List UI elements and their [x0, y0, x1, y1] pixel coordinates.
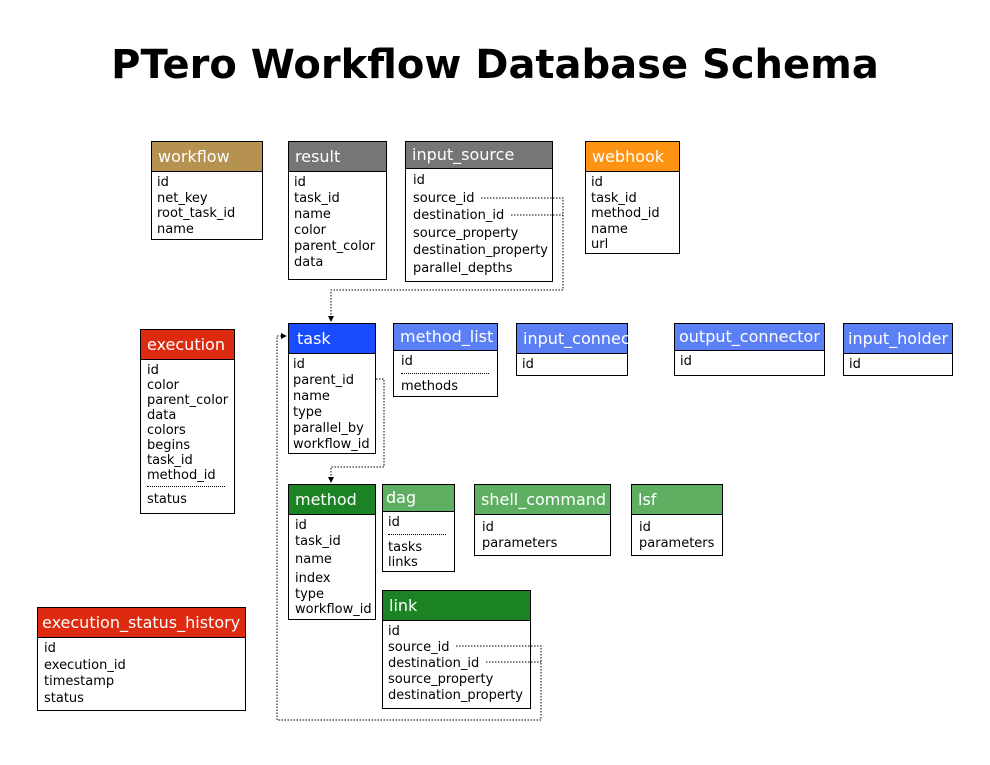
entity-lsf-header: lsf: [632, 485, 722, 515]
field-esh-execution-id: execution_id: [44, 657, 126, 673]
field-execution-method-id: method_id: [147, 468, 216, 483]
entity-link-header: link: [383, 591, 530, 621]
entity-result: result id task_id name color parent_colo…: [288, 141, 387, 280]
entity-webhook-header: webhook: [586, 142, 679, 172]
field-execution-id: id: [147, 363, 159, 378]
field-execution-task-id: task_id: [147, 453, 193, 468]
field-dag-id: id: [388, 515, 400, 530]
field-lsf-id: id: [639, 520, 651, 535]
field-webhook-method-id: method_id: [591, 206, 660, 221]
field-dag-tasks: tasks: [388, 539, 423, 555]
entity-input-source-header: input_source: [406, 142, 552, 169]
entity-shell-command-header: shell_command: [475, 485, 610, 515]
field-input-source-id: id: [413, 173, 425, 188]
field-webhook-id: id: [591, 175, 603, 190]
entity-task: task id parent_id name type parallel_by …: [288, 323, 376, 454]
entity-workflow: workflow id net_key root_task_id name: [151, 141, 263, 240]
entity-result-header: result: [289, 142, 386, 172]
field-link-destination-property: destination_property: [388, 688, 523, 703]
field-workflow-name: name: [157, 221, 194, 237]
entity-dag-header: dag: [383, 485, 454, 512]
entity-input-connector: input_connector id: [516, 323, 652, 376]
field-webhook-task-id: task_id: [591, 190, 637, 206]
field-execution-colors: colors: [147, 423, 186, 438]
field-input-source-source-property: source_property: [413, 225, 519, 241]
field-link-source-property: source_property: [388, 672, 494, 687]
field-webhook-name: name: [591, 221, 628, 237]
field-link-source-id: source_id: [388, 640, 450, 655]
field-method-task-id: task_id: [295, 534, 341, 549]
field-dag-links: links: [388, 555, 418, 570]
field-execution-data: data: [147, 408, 177, 423]
field-method-list-methods: methods: [401, 378, 458, 394]
entity-execution-header: execution: [141, 330, 234, 360]
field-input-source-destination-id: destination_id: [413, 208, 505, 223]
field-input-source-parallel-depths: parallel_depths: [413, 260, 513, 276]
field-execution-parent-color: parent_color: [147, 393, 229, 408]
field-method-name: name: [295, 552, 332, 567]
field-result-name: name: [294, 207, 331, 222]
field-task-name: name: [293, 389, 330, 404]
entity-shell-command: shell_command id parameters: [474, 484, 611, 556]
field-workflow-net-key: net_key: [157, 190, 208, 206]
field-result-color: color: [294, 223, 327, 238]
field-input-connector-id: id: [522, 357, 534, 372]
entity-output-connector-header: output_connector: [675, 324, 824, 351]
field-shell-command-parameters: parameters: [482, 535, 558, 551]
field-workflow-root-task-id: root_task_id: [157, 206, 236, 221]
entity-webhook: webhook id task_id method_id name url: [585, 141, 680, 254]
entity-input-holder: input_holder id: [843, 323, 953, 376]
field-input-holder-id: id: [849, 357, 861, 372]
diagram-title: PTero Workflow Database Schema: [111, 42, 879, 88]
field-esh-status: status: [44, 690, 84, 706]
field-method-list-id: id: [401, 354, 413, 369]
field-execution-begins: begins: [147, 438, 191, 453]
field-link-destination-id: destination_id: [388, 656, 480, 671]
entity-execution-status-history: execution_status_history id execution_id…: [37, 607, 246, 711]
entity-dag: dag id tasks links: [382, 484, 455, 572]
field-esh-id: id: [44, 641, 56, 656]
field-separator: [388, 533, 446, 535]
entity-workflow-header: workflow: [152, 142, 262, 172]
field-task-workflow-id: workflow_id: [293, 437, 370, 452]
entity-output-connector: output_connector id: [674, 323, 825, 376]
entity-method: method id task_id name index type workfl…: [288, 484, 376, 620]
field-result-id: id: [294, 175, 306, 190]
entity-input-holder-header: input_holder: [844, 324, 952, 354]
field-method-type: type: [295, 587, 325, 602]
field-shell-command-id: id: [482, 520, 494, 535]
field-input-source-source-id: source_id: [413, 190, 475, 206]
entity-input-connector-header: input_connector: [517, 324, 652, 354]
entity-link: link id source_id destination_id source_…: [382, 590, 531, 709]
entity-method-list-header: method_list: [394, 324, 497, 351]
field-task-type: type: [293, 405, 323, 420]
field-output-connector-id: id: [680, 354, 692, 369]
field-result-task-id: task_id: [294, 191, 340, 206]
field-separator: [401, 372, 489, 374]
field-webhook-url: url: [591, 237, 609, 252]
field-method-index: index: [295, 571, 331, 586]
entity-input-source: input_source id source_id destination_id…: [405, 141, 553, 282]
entity-execution: execution id color parent_color data col…: [140, 329, 235, 514]
entity-task-header: task: [289, 324, 375, 354]
field-method-id: id: [295, 518, 307, 533]
entity-method-header: method: [289, 485, 375, 515]
field-task-parent-id: parent_id: [293, 373, 354, 388]
field-execution-color: color: [147, 378, 180, 393]
field-separator: [147, 486, 225, 487]
field-esh-timestamp: timestamp: [44, 674, 115, 689]
field-workflow-id: id: [157, 175, 169, 190]
field-execution-status: status: [147, 492, 187, 507]
field-result-data: data: [294, 255, 324, 270]
field-input-source-destination-property: destination_property: [413, 243, 548, 258]
field-method-workflow-id: workflow_id: [295, 602, 372, 617]
field-task-id: id: [293, 357, 305, 372]
field-lsf-parameters: parameters: [639, 535, 715, 551]
field-result-parent-color: parent_color: [294, 239, 376, 254]
entity-method-list: method_list id methods: [393, 323, 498, 397]
field-task-parallel-by: parallel_by: [293, 421, 364, 436]
entity-execution-status-history-header: execution_status_history: [38, 608, 245, 638]
field-link-id: id: [388, 624, 400, 639]
entity-lsf: lsf id parameters: [631, 484, 723, 556]
